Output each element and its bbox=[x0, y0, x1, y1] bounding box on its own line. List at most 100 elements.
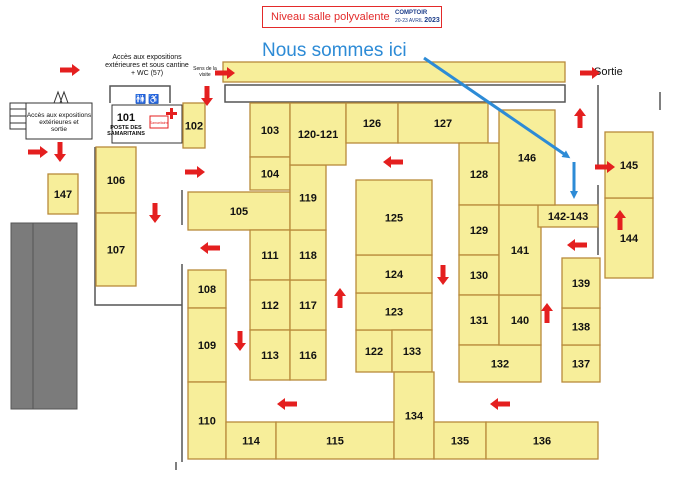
logo-year: 2023 bbox=[424, 17, 440, 24]
stand-136 bbox=[485, 421, 599, 460]
stand-number-128: 128 bbox=[470, 169, 488, 181]
stand-number-103: 103 bbox=[261, 125, 279, 137]
exterior-access-line-2: extérieures et sous cantine bbox=[105, 62, 189, 69]
arrows-layer bbox=[28, 64, 626, 410]
samaritans-number: 101 bbox=[117, 112, 135, 124]
stand-number-104: 104 bbox=[261, 168, 280, 180]
direction-arrow-icon bbox=[567, 239, 587, 251]
direction-arrow-icon bbox=[149, 203, 161, 223]
stand-number-130: 130 bbox=[470, 270, 488, 282]
stand-109 bbox=[187, 307, 227, 383]
stand-number-127: 127 bbox=[434, 118, 452, 130]
stand-number-140: 140 bbox=[511, 315, 529, 327]
door-icon bbox=[53, 90, 69, 104]
svg-text:♿: ♿ bbox=[148, 93, 159, 104]
stand-number-142-143: 142-143 bbox=[548, 211, 588, 223]
side-access-line-3: sortie bbox=[51, 126, 67, 133]
stand-125 bbox=[355, 179, 433, 256]
stand-number-133: 133 bbox=[403, 346, 421, 358]
side-access-box bbox=[25, 102, 93, 140]
direction-arrow-icon bbox=[54, 142, 66, 162]
direction-arrow-icon bbox=[541, 303, 553, 323]
stand-number-105: 105 bbox=[230, 206, 248, 218]
direction-arrow-icon bbox=[185, 166, 205, 178]
direction-arrow-icon bbox=[277, 398, 297, 410]
stand-122 bbox=[355, 329, 393, 373]
stand-number-111: 111 bbox=[261, 250, 278, 262]
stand-number-119: 119 bbox=[299, 192, 317, 204]
direction-arrow-icon bbox=[383, 156, 403, 168]
samaritans-label-1: POSTE DES bbox=[110, 125, 142, 131]
first-aid-sign bbox=[149, 115, 169, 129]
direction-arrow-icon bbox=[60, 64, 80, 76]
direction-arrow-icon bbox=[580, 67, 600, 79]
direction-arrow-icon bbox=[200, 242, 220, 254]
exterior-access-line-1: Accès aux expositions bbox=[112, 54, 182, 61]
stand-number-123: 123 bbox=[385, 306, 403, 318]
stand-141 bbox=[498, 204, 542, 296]
direction-arrow-icon bbox=[201, 86, 213, 106]
stand-142-143 bbox=[537, 204, 599, 228]
stand-108 bbox=[187, 269, 227, 309]
logo-dates: 20-23 AVRIL bbox=[395, 18, 423, 24]
stand-132 bbox=[458, 344, 542, 383]
direction-arrow-icon bbox=[215, 67, 235, 79]
direction-arrow-icon bbox=[28, 146, 48, 158]
side-access-line-1: Accès aux expositions bbox=[27, 112, 92, 119]
stand-number-139: 139 bbox=[572, 278, 590, 290]
stand-number-117: 117 bbox=[299, 300, 317, 312]
first-aid-icon bbox=[166, 108, 177, 119]
stand-number-126: 126 bbox=[363, 118, 381, 130]
direction-arrow-icon bbox=[595, 161, 615, 173]
first-aid-sign-text: Samaritains bbox=[150, 121, 169, 125]
stand-145 bbox=[604, 131, 654, 199]
exterior-access-label: Accès aux expositions extérieures et sou… bbox=[92, 54, 202, 78]
stand-116 bbox=[289, 329, 327, 381]
stand-number-145: 145 bbox=[620, 160, 638, 172]
direction-arrow-icon bbox=[234, 331, 246, 351]
stand-147 bbox=[47, 173, 79, 215]
stand-105 bbox=[187, 191, 291, 231]
stand-number-129: 129 bbox=[470, 225, 488, 237]
stand-123 bbox=[355, 292, 433, 331]
direction-arrow-icon bbox=[334, 288, 346, 308]
left-zone-wall bbox=[94, 147, 182, 306]
direction-arrow-icon bbox=[490, 398, 510, 410]
stand-number-141: 141 bbox=[511, 245, 529, 257]
stand-127 bbox=[397, 102, 489, 144]
stand-134 bbox=[393, 371, 435, 460]
stand-number-144: 144 bbox=[620, 233, 639, 245]
stand-number-112: 112 bbox=[261, 300, 279, 312]
exterior-access-line-3: + WC (57) bbox=[130, 70, 164, 77]
stand-number-114: 114 bbox=[242, 435, 261, 447]
stand-number-125: 125 bbox=[385, 212, 403, 224]
direction-arrow-icon bbox=[437, 265, 449, 285]
level-title: Niveau salle polyvalente bbox=[271, 11, 390, 23]
stand-number-124: 124 bbox=[385, 269, 404, 281]
lower-left-wall bbox=[175, 264, 183, 470]
top-corridor-band bbox=[222, 61, 566, 83]
stand-number-118: 118 bbox=[299, 250, 317, 262]
stand-number-120-121: 120-121 bbox=[298, 129, 338, 141]
stand-113 bbox=[249, 329, 291, 381]
stand-107 bbox=[95, 212, 137, 287]
stand-104 bbox=[249, 156, 291, 191]
level-title-box: Niveau salle polyvalente COMPTOIR 20-23 … bbox=[262, 6, 442, 28]
visit-direction-line-2: visite bbox=[199, 72, 211, 78]
samaritans-wall bbox=[109, 85, 171, 103]
direction-arrow-icon bbox=[574, 108, 586, 128]
svg-text:🚻: 🚻 bbox=[135, 93, 146, 104]
stand-number-109: 109 bbox=[198, 340, 216, 352]
stand-118 bbox=[289, 229, 327, 281]
stand-146 bbox=[498, 109, 556, 206]
direction-arrow-icon bbox=[614, 210, 626, 230]
side-access-line-2: extérieures et bbox=[39, 119, 79, 126]
stairs bbox=[9, 102, 27, 130]
stand-139 bbox=[561, 257, 601, 309]
visit-direction-line-1: Sens de la bbox=[193, 66, 217, 72]
stand-137 bbox=[561, 344, 601, 383]
comptoir-logo-brand: COMPTOIR bbox=[395, 10, 428, 16]
stand-number-132: 132 bbox=[491, 358, 509, 370]
comptoir-logo-dates: 20-23 AVRIL 2023 bbox=[395, 17, 440, 24]
